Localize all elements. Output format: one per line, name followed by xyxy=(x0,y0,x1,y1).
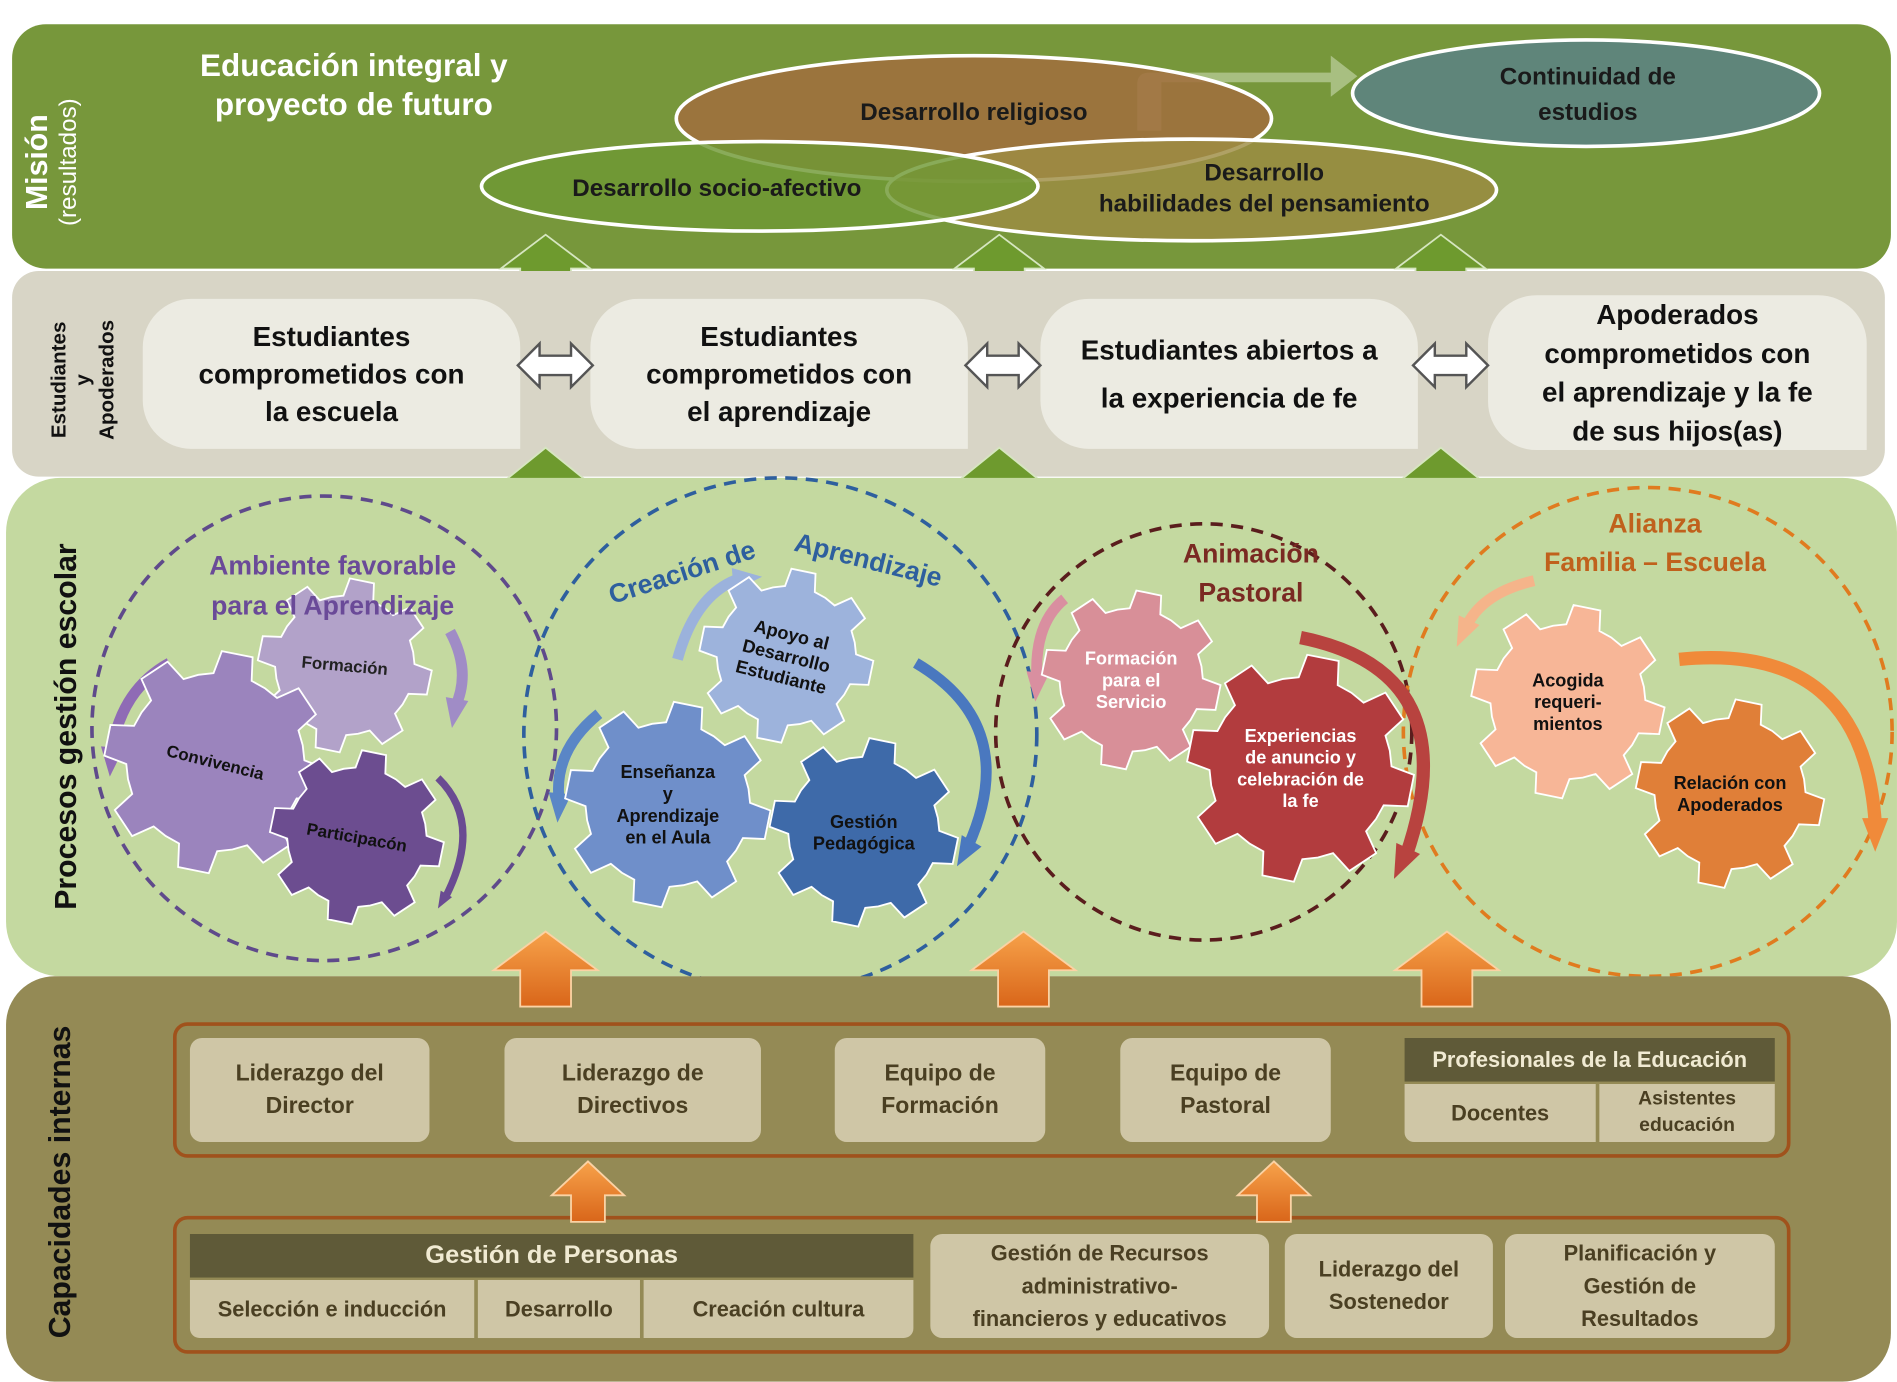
double-arrow-icon xyxy=(963,340,1043,391)
arrow-arc xyxy=(1461,575,1536,630)
label-socio: Desarrollo socio-afectivo xyxy=(572,175,862,203)
up-arrow-icon xyxy=(498,233,594,279)
up-arrow-icon xyxy=(1235,1160,1313,1223)
gear-experiencias-label: celebración de xyxy=(1237,769,1364,789)
up-arrow-icon xyxy=(490,930,601,1008)
gear-relacion-label: Apoderados xyxy=(1677,795,1783,815)
arrow-arc xyxy=(913,658,992,850)
up-arrow-icon xyxy=(549,1160,627,1223)
gear-formacion-servicio xyxy=(1040,589,1222,771)
gear-acogida-label: Acogida xyxy=(1532,670,1604,690)
box-seleccion: Selección e inducción xyxy=(189,1279,475,1339)
up-arrow-icon xyxy=(951,233,1047,279)
label-continuidad: Continuidad de estudios xyxy=(1499,64,1676,126)
gear-ensenanza-label: Enseñanza xyxy=(620,762,716,782)
gear-ensenanza-label: y xyxy=(663,784,673,804)
gear-experiencias-label: de anuncio y xyxy=(1245,748,1356,768)
circle-alianza xyxy=(1401,485,1894,979)
arrow-head-icon xyxy=(1456,615,1480,647)
gear-acogida-label: mientos xyxy=(1533,714,1603,734)
header-gestion-personas: Gestión de Personas xyxy=(189,1233,914,1278)
gear-gestion-ped-label: Gestión xyxy=(830,812,897,832)
arrow-arc xyxy=(1031,594,1069,678)
gear-relacion-label: Relación con xyxy=(1674,773,1787,793)
arrow-arc xyxy=(553,709,603,800)
mision-ellipses xyxy=(479,38,1822,279)
label-alianza: Familia – Escuela xyxy=(1544,547,1766,577)
procesos-gears: FormaciónConvivenciaParticipacónAmbiente… xyxy=(90,476,1894,993)
arrow-head-icon xyxy=(548,792,572,823)
capacidades-group-bottom xyxy=(173,1215,1791,1354)
gear-formacion-servicio-label: para el xyxy=(1102,670,1160,690)
box-desarrollo: Desarrollo xyxy=(477,1279,640,1339)
arrow-arc xyxy=(1678,651,1882,824)
gear-ensenanza-label: Aprendizaje xyxy=(616,806,719,826)
label-ambiente: Ambiente favorable xyxy=(209,551,456,581)
arrow-head-icon xyxy=(445,697,469,729)
arrow-arc xyxy=(672,573,743,661)
ellipse-continuidad xyxy=(1350,38,1822,149)
arrow-head-icon xyxy=(437,890,453,909)
ellipse-socio xyxy=(479,139,1040,233)
gear-experiencias xyxy=(1186,653,1416,883)
gear-apoyo xyxy=(698,567,875,744)
gear-ensenanza xyxy=(564,700,772,909)
gear-experiencias-label: Experiencias xyxy=(1245,726,1357,746)
label-animacion: Animación xyxy=(1183,539,1319,569)
gear-gestion-ped xyxy=(768,737,960,928)
label-religioso: Desarrollo religioso xyxy=(860,99,1088,126)
mision-title: Educación integral y proyecto de futuro xyxy=(200,47,508,123)
circle-ambiente xyxy=(90,494,559,963)
label-habilidades: Desarrollo habilidades del pensamiento xyxy=(1098,159,1430,218)
arrow-head-icon xyxy=(1026,671,1050,702)
gear-acogida xyxy=(1470,603,1666,800)
gear-formacion-servicio-label: Servicio xyxy=(1096,692,1167,712)
header-profesionales: Profesionales de la Educación xyxy=(1404,1038,1775,1082)
arrow-head-icon xyxy=(956,835,982,867)
circle-pastoral xyxy=(993,522,1414,942)
arrow-arc xyxy=(1299,631,1431,859)
gear-relacion xyxy=(1634,698,1826,889)
box-docentes: Docentes xyxy=(1404,1083,1596,1143)
arrow-head-icon xyxy=(1393,842,1421,879)
gear-experiencias-label: la fe xyxy=(1282,791,1318,811)
arrow-head-icon xyxy=(1862,818,1889,852)
double-arrow-icon xyxy=(1411,340,1490,391)
gear-acogida-label: requeri- xyxy=(1534,692,1601,712)
up-arrow-icon xyxy=(1393,233,1489,279)
arrow-arc xyxy=(435,775,467,900)
gear-ensenanza-label: en el Aula xyxy=(625,828,711,848)
gear-participacion xyxy=(268,749,445,926)
capacidades-group-top xyxy=(173,1022,1791,1158)
up-arrow-icon xyxy=(968,930,1079,1008)
label-animacion: Pastoral xyxy=(1198,577,1303,607)
label-alianza: Alianza xyxy=(1608,508,1701,538)
double-arrow-icon xyxy=(516,340,595,391)
box-creacion-cultura: Creación cultura xyxy=(643,1279,914,1339)
gear-gestion-ped-label: Pedagógica xyxy=(813,834,916,854)
gear-formacion-servicio-label: Formación xyxy=(1085,648,1178,668)
up-arrow-icon xyxy=(1392,930,1502,1008)
label-ambiente: para el Aprendizaje xyxy=(211,591,454,621)
